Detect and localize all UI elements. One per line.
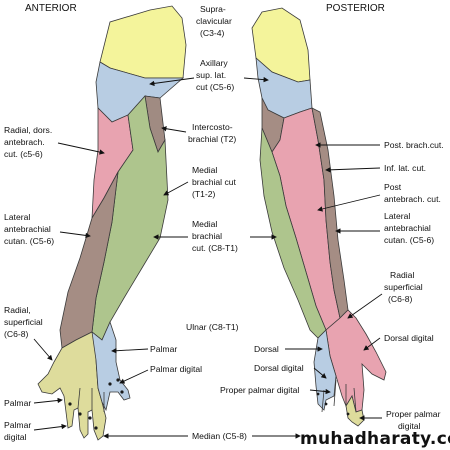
svg-text:brachial cut: brachial cut bbox=[192, 177, 237, 187]
svg-text:Radial: Radial bbox=[390, 270, 414, 280]
hand-dots-anterior bbox=[68, 378, 124, 430]
arrow-proper-palmar-digital-center bbox=[309, 388, 331, 395]
svg-text:superficial: superficial bbox=[4, 317, 43, 327]
svg-text:Radial, dors.: Radial, dors. bbox=[4, 125, 52, 135]
label-radial-dors: Radial, dors. antebrach. cut. (c5-6) bbox=[4, 125, 52, 159]
arrow-axillary-right bbox=[243, 76, 269, 83]
arrow-palmar-digital-left bbox=[33, 423, 67, 431]
svg-text:Radial,: Radial, bbox=[4, 305, 31, 315]
label-proper-palmar-right: Proper palmar digital bbox=[386, 409, 441, 431]
label-intercostobrachial: Intercosto- brachial (T2) bbox=[188, 122, 236, 144]
label-supraclavicular: Supra- clavicular (C3-4) bbox=[196, 4, 232, 38]
svg-text:Lateral: Lateral bbox=[384, 211, 410, 221]
svg-text:Lateral: Lateral bbox=[4, 212, 30, 222]
svg-text:cutan. (C5-6): cutan. (C5-6) bbox=[384, 235, 434, 245]
label-medial-brachial-c8: Medial brachial cut. (C8-T1) bbox=[192, 219, 238, 253]
label-median: Median (C5-8) bbox=[192, 431, 247, 441]
label-radial-superficial-right: Radial superficial (C6-8) bbox=[384, 270, 423, 304]
hand-ulnar-region-anterior bbox=[91, 320, 131, 412]
svg-text:brachial: brachial bbox=[192, 231, 222, 241]
arrow-dorsal-digital-center bbox=[313, 367, 327, 379]
finger-lines-posterior bbox=[321, 379, 357, 413]
svg-text:cut. (C8-T1): cut. (C8-T1) bbox=[192, 243, 238, 253]
arrow-lateral-antebrachial-left bbox=[59, 231, 91, 239]
svg-text:Medial: Medial bbox=[192, 165, 217, 175]
label-medial-brachial-cut: Medial brachial cut (T1-2) bbox=[192, 165, 237, 199]
svg-text:Proper palmar: Proper palmar bbox=[386, 409, 441, 419]
svg-text:Intercosto-: Intercosto- bbox=[192, 122, 233, 132]
svg-text:cutan. (C5-6): cutan. (C5-6) bbox=[4, 236, 54, 246]
label-palmar-digital-center: Palmar digital bbox=[150, 364, 202, 374]
watermark: muhadharaty.com bbox=[300, 429, 450, 449]
anterior-heading: ANTERIOR bbox=[25, 3, 77, 14]
arrow-intercostobrachial bbox=[161, 126, 187, 133]
label-post-brach-cut: Post. brach.cut. bbox=[384, 140, 444, 150]
label-radial-superficial-left: Radial, superficial (C6-8) bbox=[4, 305, 43, 339]
label-dorsal-digital-center: Dorsal digital bbox=[254, 363, 304, 373]
svg-text:Supra-: Supra- bbox=[200, 4, 226, 14]
label-dorsal-center: Dorsal bbox=[254, 344, 279, 354]
label-post-antebrach: Post antebrach. cut. bbox=[384, 182, 441, 204]
arrow-medial-brachial-cut bbox=[163, 181, 189, 196]
arrow-radial-superficial-left bbox=[33, 338, 53, 361]
svg-text:Medial: Medial bbox=[192, 219, 217, 229]
svg-text:(C6-8): (C6-8) bbox=[388, 294, 412, 304]
label-proper-palmar-digital-center: Proper palmar digital bbox=[220, 385, 299, 395]
posterior-heading: POSTERIOR bbox=[326, 3, 385, 14]
finger-lines-anterior bbox=[77, 387, 105, 412]
svg-text:(T1-2): (T1-2) bbox=[192, 189, 216, 199]
arrow-palmar-left bbox=[33, 397, 63, 404]
svg-text:antebrachial: antebrachial bbox=[384, 223, 431, 233]
label-lateral-antebrachial-left: Lateral antebrachial cutan. (C5-6) bbox=[4, 212, 54, 246]
label-inf-lat-cut: Inf. lat. cut. bbox=[384, 163, 426, 173]
svg-text:(C6-8): (C6-8) bbox=[4, 329, 28, 339]
label-axillary: Axillary sup. lat. cut (C5-6) bbox=[196, 58, 234, 92]
svg-text:brachial (T2): brachial (T2) bbox=[188, 134, 236, 144]
label-ulnar: Ulnar (C8-T1) bbox=[186, 322, 239, 332]
label-palmar-digital-left: Palmar digital bbox=[4, 420, 31, 442]
supraclavicular-region-anterior bbox=[99, 5, 187, 79]
arrow-axillary-left bbox=[149, 77, 195, 87]
arrow-palmar-center bbox=[111, 348, 149, 354]
arrow-inf-lat-cut bbox=[325, 167, 381, 173]
svg-text:antebrachial: antebrachial bbox=[4, 224, 51, 234]
label-dorsal-digital-right: Dorsal digital bbox=[384, 333, 434, 343]
arrow-dorsal-digital-right bbox=[363, 337, 381, 351]
svg-text:Post: Post bbox=[384, 182, 402, 192]
svg-text:cut. (c5-6): cut. (c5-6) bbox=[4, 149, 43, 159]
svg-text:(C3-4): (C3-4) bbox=[200, 28, 224, 38]
hand-dorsal-radial-region bbox=[325, 309, 387, 413]
svg-text:clavicular: clavicular bbox=[196, 16, 232, 26]
anterior-arm bbox=[37, 5, 187, 441]
svg-text:Axillary: Axillary bbox=[200, 58, 228, 68]
hand-dots-posterior bbox=[316, 392, 350, 416]
label-palmar-center: Palmar bbox=[150, 344, 177, 354]
svg-text:digital: digital bbox=[398, 421, 421, 431]
svg-text:superficial: superficial bbox=[384, 282, 423, 292]
arrow-post-antebrach bbox=[317, 194, 381, 212]
label-lateral-antebrachial-right: Lateral antebrachial cutan. (C5-6) bbox=[384, 211, 434, 245]
arrow-palmar-digital-center bbox=[119, 369, 149, 384]
svg-text:cut (C5-6): cut (C5-6) bbox=[196, 82, 234, 92]
arrow-radial-superficial-right bbox=[347, 293, 383, 319]
label-palmar-left: Palmar bbox=[4, 398, 31, 408]
svg-text:sup. lat.: sup. lat. bbox=[196, 70, 226, 80]
svg-text:digital: digital bbox=[4, 432, 27, 442]
svg-text:Palmar: Palmar bbox=[4, 420, 31, 430]
svg-text:antebrach. cut.: antebrach. cut. bbox=[384, 194, 441, 204]
arrow-radial-dors bbox=[57, 142, 105, 155]
svg-text:antebrach.: antebrach. bbox=[4, 137, 45, 147]
